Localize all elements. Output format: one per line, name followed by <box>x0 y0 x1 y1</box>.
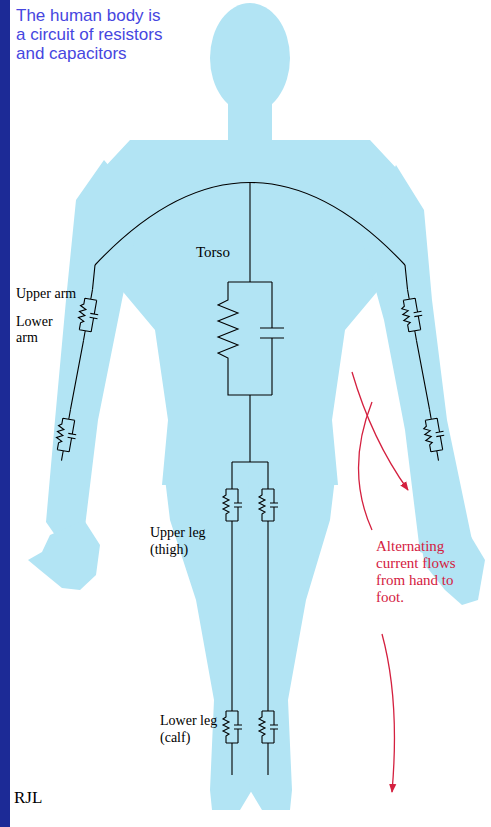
part-label: Torso <box>196 244 244 261</box>
part-label: Lower arm <box>16 314 66 346</box>
diagram-title: The human body is a circuit of resistors… <box>16 6 166 63</box>
part-label: Upper arm <box>16 286 90 302</box>
rc-element <box>53 288 449 753</box>
part-label: Lower leg (calf) <box>160 712 224 746</box>
circuit-wire <box>71 183 430 776</box>
part-label: Upper leg (thigh) <box>150 524 220 558</box>
body-silhouette <box>28 3 485 810</box>
side-strip <box>0 0 10 827</box>
note-text: Alternating current flows from hand to f… <box>376 538 484 606</box>
author-mark: RJL <box>14 788 74 808</box>
